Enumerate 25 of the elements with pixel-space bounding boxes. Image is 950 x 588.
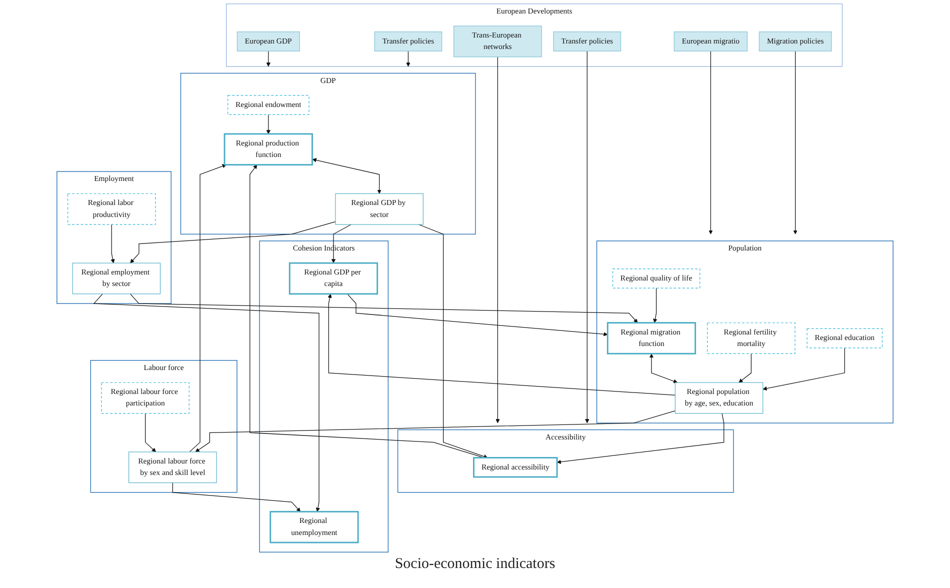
arrow bbox=[738, 353, 752, 383]
arrow bbox=[708, 50, 713, 234]
arrow bbox=[649, 354, 678, 384]
arrow bbox=[418, 224, 488, 458]
arrow bbox=[130, 221, 336, 264]
note-text: Socio-economic indicators bbox=[394, 556, 556, 572]
arrow bbox=[793, 50, 798, 234]
arrow bbox=[195, 410, 676, 452]
arrow bbox=[266, 114, 270, 134]
arrow bbox=[496, 56, 500, 424]
arrow bbox=[189, 164, 226, 452]
arrow bbox=[406, 50, 410, 67]
arrow bbox=[110, 224, 115, 264]
arrow bbox=[172, 482, 301, 512]
arrow bbox=[145, 413, 156, 452]
arrow bbox=[585, 50, 590, 424]
arrow bbox=[328, 294, 676, 396]
arrow bbox=[130, 294, 638, 323]
arrow bbox=[312, 158, 382, 194]
arrow bbox=[93, 294, 320, 512]
arrow bbox=[653, 288, 658, 323]
arrow bbox=[347, 294, 608, 336]
arrow bbox=[266, 50, 270, 67]
arrow bbox=[556, 413, 724, 464]
arrow bbox=[762, 348, 845, 391]
